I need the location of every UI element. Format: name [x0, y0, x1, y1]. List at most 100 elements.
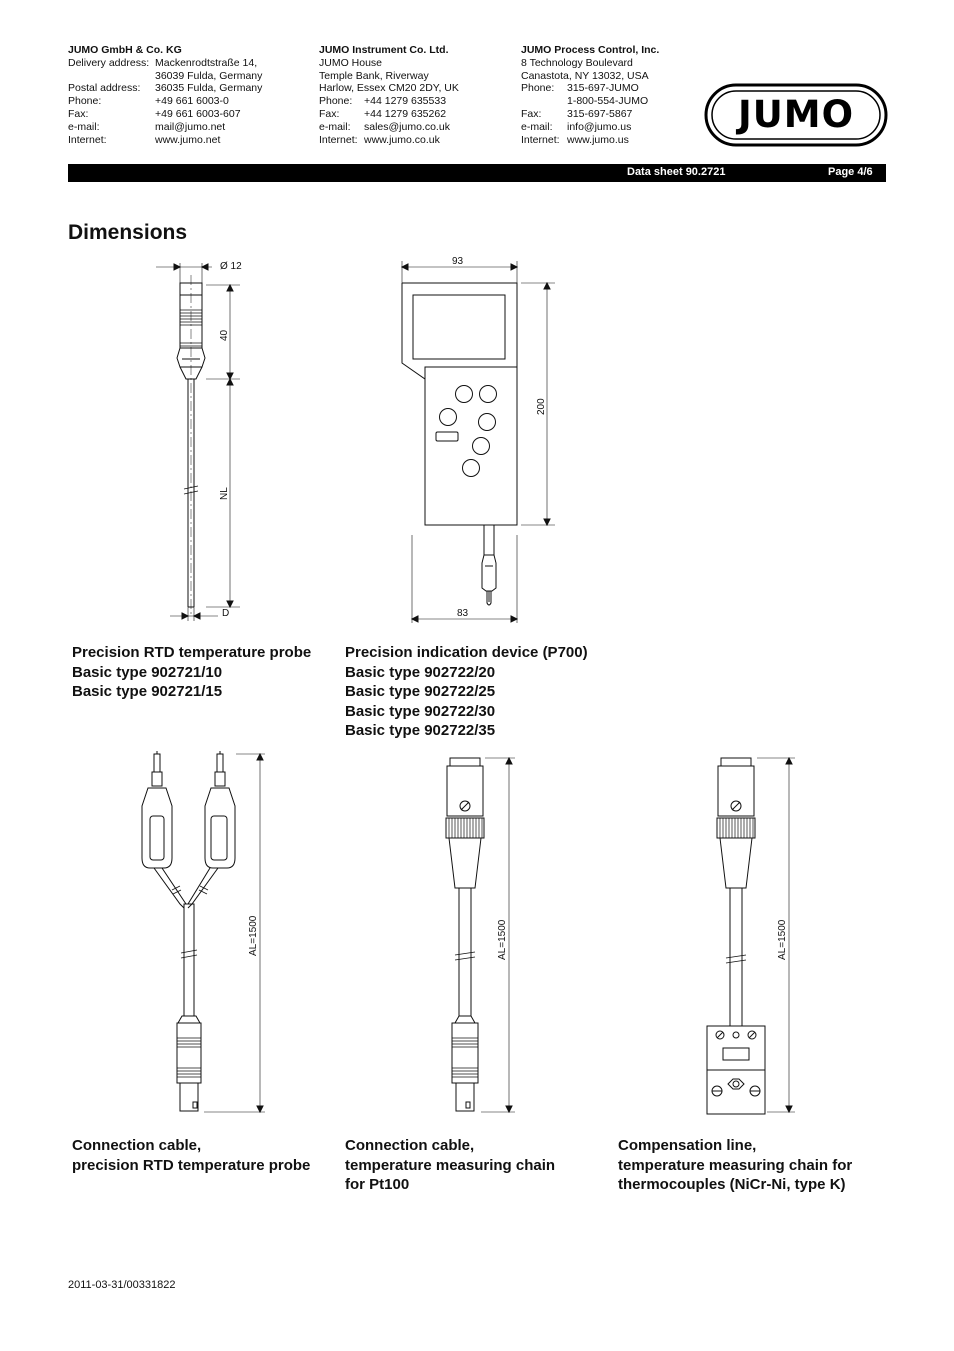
address-row-value: +49 661 6003-607 [155, 107, 241, 120]
address-row: Internet: www.jumo.us [521, 134, 659, 147]
caption-line: Compensation line, [618, 1137, 757, 1154]
address-row-value: sales@jumo.co.uk [364, 120, 450, 133]
address-row: 1-800-554-JUMO [521, 95, 659, 108]
cable-rtd-length-label: AL=1500 [248, 915, 259, 956]
caption-line: temperature measuring chain for [618, 1156, 853, 1174]
caption-line: Basic type 902721/15 [72, 683, 223, 700]
device-height-label: 200 [536, 398, 547, 415]
logo-text: JUMO [735, 93, 854, 136]
caption-cable-rtd: Connection cable, precision RTD temperat… [72, 1136, 310, 1175]
caption-line: Basic type 902721/10 [72, 663, 223, 681]
address-row: Phone: +49 661 6003-0 [68, 95, 262, 108]
company-name: JUMO Process Control, Inc. [521, 44, 660, 56]
probe-nl-label: NL [219, 487, 230, 500]
address-row: Fax: +44 1279 635262 [319, 108, 459, 121]
address-row-value: info@jumo.us [567, 120, 632, 133]
address-row-label: Phone: [521, 82, 555, 95]
address-line: JUMO House [319, 56, 383, 69]
address-row-label: Phone: [68, 95, 102, 108]
address-jumo-germany: JUMO GmbH & Co. KG Delivery address: Mack… [68, 44, 262, 146]
address-row-value: www.jumo.co.uk [364, 133, 440, 146]
cable-rtd-drawing: AL=1500 [141, 751, 265, 1114]
address-row-label: Internet: [68, 133, 107, 146]
address-line: 8 Technology Boulevard [521, 56, 633, 69]
address-row-label: Delivery address: [68, 56, 150, 69]
caption-line: thermocouples (NiCr-Ni, type K) [618, 1176, 846, 1193]
caption-line: Basic type 902722/30 [345, 702, 496, 720]
caption-line: Connection cable, [72, 1137, 202, 1154]
address-row: Phone:315-697-JUMO [521, 82, 659, 95]
probe-d-label: D [222, 608, 229, 619]
address-row: Internet: www.jumo.co.uk [319, 134, 459, 147]
address-jumo-us: JUMO Process Control, Inc. 8 Technology … [521, 44, 659, 146]
address-row: Phone: +44 1279 635533 [319, 95, 459, 108]
address-row: e-mail:info@jumo.us [521, 121, 659, 134]
address-row-label: Internet: [521, 133, 560, 146]
address-row-value: +44 1279 635262 [364, 107, 447, 120]
datasheet-number: Data sheet 90.2721 [627, 166, 726, 178]
address-row-value: mail@jumo.net [155, 120, 226, 133]
device-drawing: 93 200 83 [400, 256, 555, 623]
caption-line: Basic type 902722/20 [345, 663, 496, 681]
address-row-value: 1-800-554-JUMO [567, 95, 649, 108]
address-row: e-mail: sales@jumo.co.uk [319, 121, 459, 134]
address-jumo-uk: JUMO Instrument Co. Ltd. JUMO House Temp… [319, 44, 459, 146]
address-row-label [68, 70, 155, 83]
address-row-value: +44 1279 635533 [364, 95, 447, 108]
address-row: Fax:+49 661 6003-607 [68, 108, 262, 121]
address-rows: Delivery address:Mackenrodtstraße 14,360… [68, 57, 262, 147]
compensation-line-drawing: AL=1500 [706, 756, 795, 1115]
probe-diameter-label: Ø 12 [220, 261, 242, 272]
address-row: 36039 Fulda, Germany [68, 70, 262, 83]
address-row-value: Mackenrodtstraße 14, [155, 56, 258, 69]
address-row-label: Internet: [319, 133, 358, 146]
address-line: Canastota, NY 13032, USA [521, 69, 649, 82]
caption-line: Precision RTD temperature probe [72, 644, 312, 661]
device-bottom-width-label: 83 [457, 608, 469, 619]
caption-line: Precision indication device (P700) [345, 644, 588, 661]
address-row-value: www.jumo.us [567, 133, 629, 146]
comp-line-length-label: AL=1500 [777, 919, 788, 960]
caption-cable-pt100: Connection cable, temperature measuring … [345, 1136, 555, 1195]
address-row-label: e-mail: [319, 120, 351, 133]
address-row: Delivery address: Mackenrodtstraße 14, [68, 57, 262, 70]
jumo-logo: JUMO [704, 83, 888, 147]
caption-probe: Precision RTD temperature probe Basic ty… [72, 643, 311, 702]
address-line: Harlow, Essex CM20 2DY, UK [319, 82, 459, 95]
company-name: JUMO Instrument Co. Ltd. [319, 44, 449, 56]
banana-plug-left [141, 751, 173, 869]
cable-pt100-drawing: AL=1500 [445, 756, 515, 1114]
address-row-label: Phone: [319, 95, 353, 108]
device-top-width-label: 93 [452, 256, 464, 267]
address-line: Temple Bank, Riverway [319, 69, 429, 82]
datasheet-bar: Data sheet 90.2721 Page 4/6 [68, 164, 886, 182]
address-row-value: 36035 Fulda, Germany [155, 82, 263, 95]
caption-line: temperature measuring chain [345, 1156, 556, 1174]
address-row-label: Fax: [319, 107, 340, 120]
address-row: Fax: 315-697-5867 [521, 108, 659, 121]
address-row-value: +49 661 6003-0 [155, 95, 229, 108]
caption-device: Precision indication device (P700) Basic… [345, 643, 588, 741]
address-row-value: 315-697-5867 [567, 107, 633, 120]
caption-line: precision RTD temperature probe [72, 1156, 311, 1174]
banana-plug-right [204, 751, 236, 869]
address-row-label: Fax: [521, 107, 542, 120]
address-row-value: 36039 Fulda, Germany [155, 69, 263, 82]
address-row: Internet:www.jumo.net [68, 134, 262, 147]
page-number: Page 4/6 [828, 166, 873, 178]
address-row-label: Postal address: [68, 82, 141, 95]
cable-pt100-length-label: AL=1500 [497, 919, 508, 960]
address-row-label [521, 95, 567, 108]
probe-drawing: Ø 12 40 NL D [156, 261, 242, 621]
company-name: JUMO GmbH & Co. KG [68, 44, 182, 56]
caption-line: Connection cable, [345, 1137, 475, 1154]
caption-line: Basic type 902722/25 [345, 683, 496, 700]
caption-line: Basic type 902722/35 [345, 722, 496, 739]
caption-line: for Pt100 [345, 1176, 410, 1193]
document-footer-code: 2011-03-31/00331822 [68, 1279, 176, 1291]
address-row: e-mail:mail@jumo.net [68, 121, 262, 134]
caption-compensation-line: Compensation line, temperature measuring… [618, 1136, 852, 1195]
probe-length-label: 40 [219, 329, 230, 341]
section-title: Dimensions [68, 221, 188, 244]
